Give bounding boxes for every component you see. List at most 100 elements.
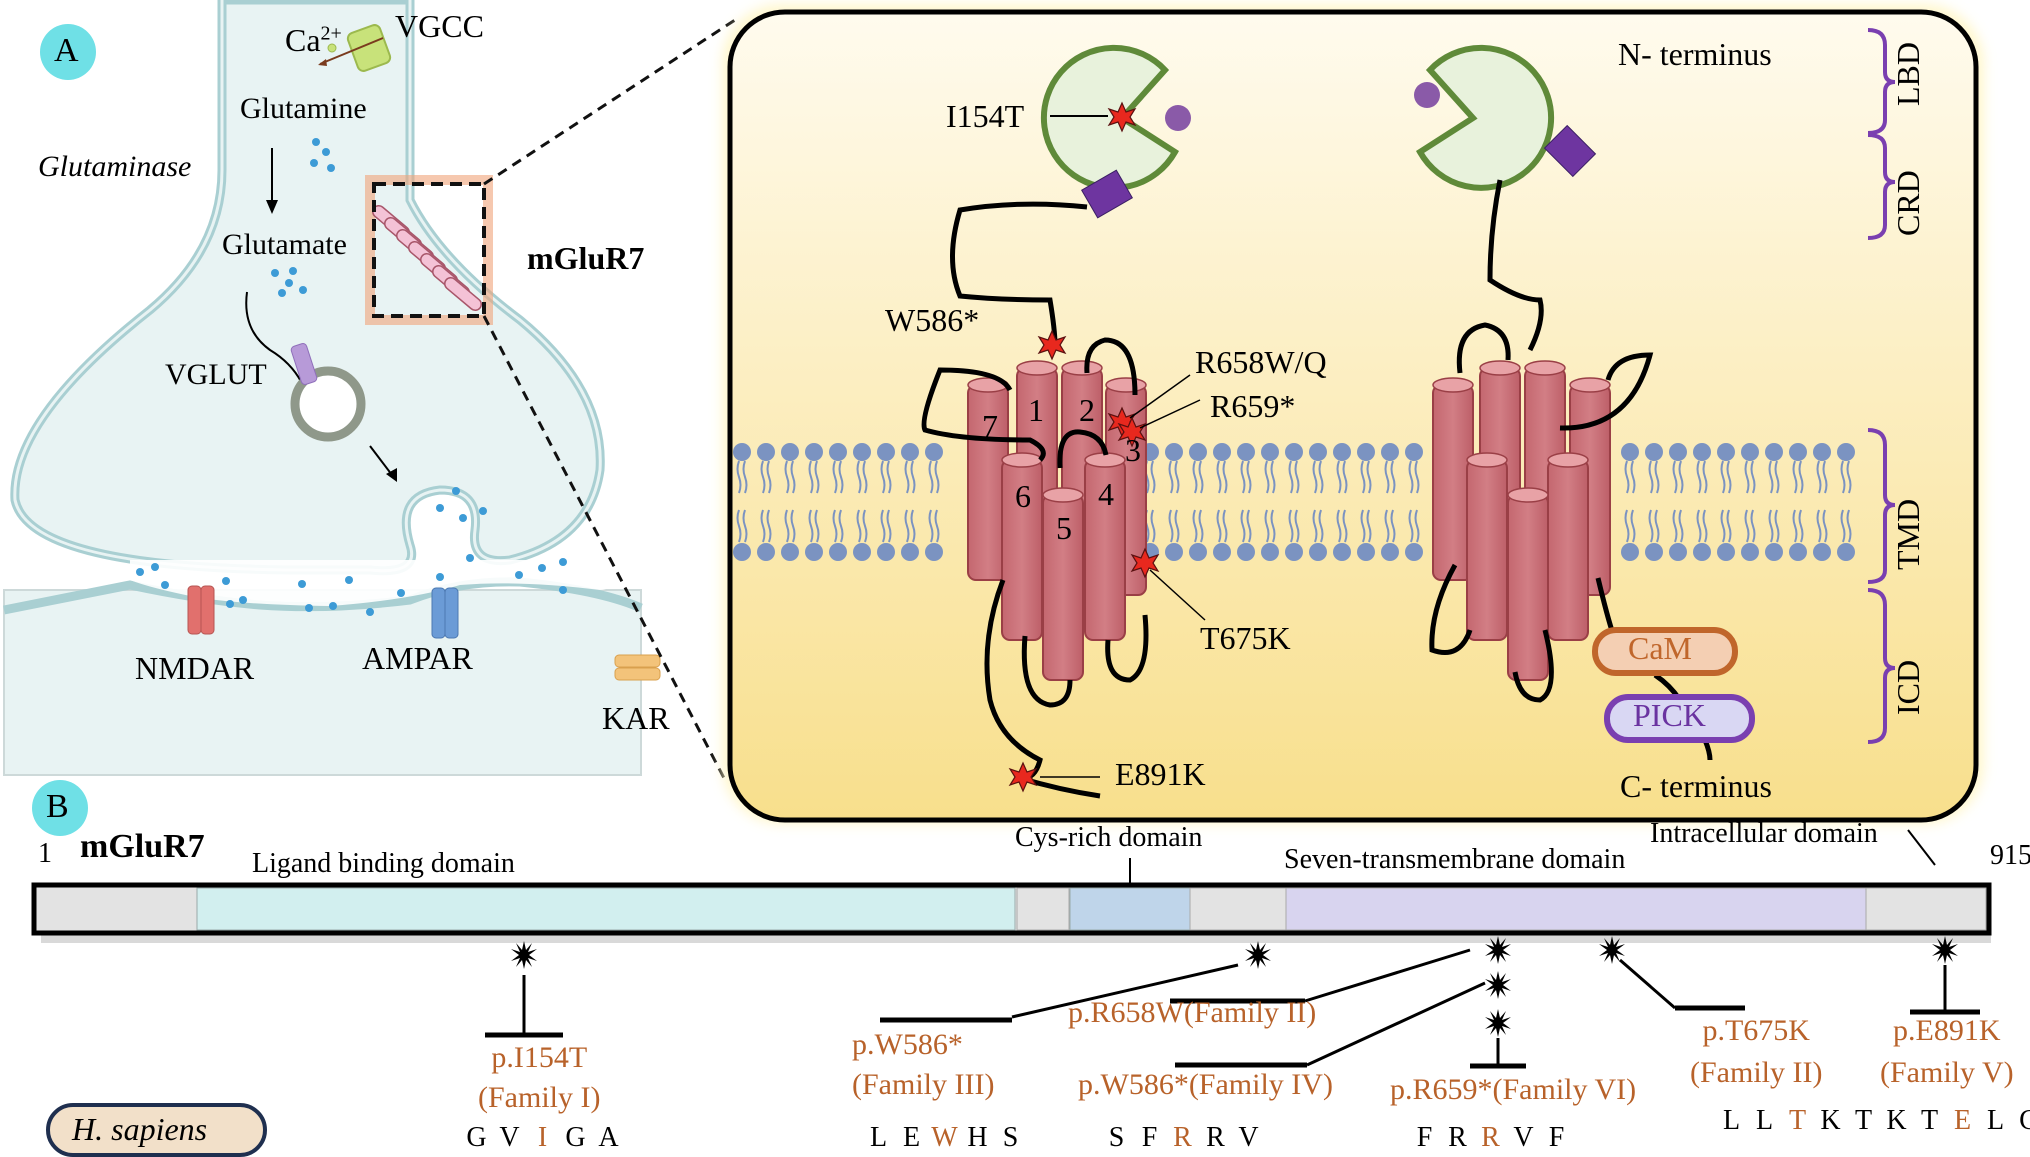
variant-family: (Family V) [1880,1056,2014,1089]
domain-label-cys-rich: Cys-rich domain [1015,822,1203,853]
transmembrane-helix [1547,452,1589,641]
panel-a-badge-circle [40,24,96,80]
synapse-illustration [3,0,736,781]
helix-number-4: 4 [1098,476,1114,512]
bracket-label-tmd: TMD [1890,498,1926,570]
pick-label: PICK [1633,697,1706,733]
domain-cys-rich[interactable] [1069,887,1191,931]
vglut-label: VGLUT [165,358,267,391]
residue: A [598,1122,619,1153]
residue: F [1416,1122,1433,1153]
vglut-transporter-icon [290,343,318,385]
calcium-text: Ca [285,22,321,58]
receptor-monomer-left [921,44,1206,799]
n-terminus-label: N- terminus [1618,36,1772,72]
cam-protein [1592,627,1738,676]
residue: W [931,1122,958,1153]
transmembrane-helix [1084,452,1126,641]
residue: R [1481,1122,1500,1153]
vgcc-label: VGCC [395,8,484,44]
mutation-label-r658wq: R658W/Q [1195,344,1327,380]
residue: I [537,1122,548,1153]
mutation-label-t675k: T675K [1200,620,1291,656]
helix-number-7: 7 [982,408,998,444]
kar-label: KAR [602,700,670,736]
synaptic-vesicle [290,366,366,442]
mutation-label-r659: R659* [1210,388,1296,424]
panel-a-badge: A [54,32,79,69]
variant-markers [485,936,1980,1069]
variant-label: p.E891K [1893,1014,2001,1047]
residue: S [1002,1122,1019,1153]
domain-label-ligand-binding: Ligand binding domain [252,848,515,879]
variant-w586-family-iii: p.W586* (Family III) [852,1025,994,1105]
residue: S [1108,1122,1125,1153]
variant-i154t: p.I154T (Family I) [478,1038,600,1118]
glutaminase-label: Glutaminase [38,150,192,183]
domain-label-intracellular: Intracellular domain [1650,818,1878,849]
pick-protein [1604,694,1755,743]
variant-r658w: p.R658W(Family II) [1068,996,1317,1029]
transmembrane-helix [1507,487,1549,681]
residue: K [1820,1105,1841,1136]
residue: R [1448,1122,1467,1153]
residue: E [902,1122,921,1153]
bracket-label-icd: ICD [1890,659,1926,715]
c-terminus-label: C- terminus [1620,768,1772,804]
variant-family: (Family I) [478,1081,601,1114]
residue: V [1238,1122,1259,1153]
ampar-label: AMPAR [362,640,473,676]
panel-b-badge: B [46,788,69,825]
mutation-label-w586: W586* [885,302,980,338]
residue: F [1548,1122,1565,1153]
transmembrane-helix [1001,452,1043,641]
domain-intracellular[interactable] [1865,887,1987,931]
protein-name: mGluR7 [80,828,205,865]
kar-receptor-icon [614,654,661,681]
mglur7-label: mGluR7 [527,240,645,276]
mglur7-zoom-inset [722,4,1984,824]
residue-end: 915 [1990,840,2030,871]
protein-domain-map [31,829,1992,1157]
domain-label-seven-transmembrane: Seven-transmembrane domain [1284,844,1626,875]
residue: G [565,1122,586,1153]
residue: L [1755,1105,1774,1136]
variant-r659: p.R659*(Family VI) [1390,1073,1637,1106]
panel-b-badge-circle [32,780,88,836]
helix-number-6: 6 [1015,478,1031,514]
mutation-label-e891k: E891K [1115,756,1206,792]
residue: L [869,1122,888,1153]
domain-ligand-binding[interactable] [196,887,1016,931]
variant-label: p.T675K [1702,1014,1810,1047]
residue: L [1722,1105,1741,1136]
mutation-label-i154t: I154T [946,98,1025,134]
calcium-label: Ca2+ [285,22,342,59]
calcium-charge: 2+ [320,22,342,45]
variant-w586-family-iv: p.W586*(Family IV) [1078,1068,1333,1101]
bracket-label-lbd: LBD [1890,42,1926,106]
residue-start: 1 [38,838,52,869]
residue: V [1513,1122,1534,1153]
helix-number-3: 3 [1125,432,1141,468]
domain-brackets [1867,28,1896,744]
residue: C [2019,1105,2030,1136]
species-label: H. sapiens [72,1111,208,1147]
domain-seven-transmembrane[interactable] [1285,887,1867,931]
residue: V [499,1122,520,1153]
transmembrane-helix [1042,487,1084,681]
residue: L [1986,1105,2005,1136]
variant-label: p.W586* [852,1028,963,1061]
residue: K [1886,1105,1907,1136]
bracket-label-crd: CRD [1890,170,1926,236]
ampar-receptor-icon [431,587,459,639]
residue: T [1854,1105,1873,1136]
residue: G [466,1122,487,1153]
residue: F [1141,1122,1158,1153]
receptor-monomer-right [1414,44,1755,761]
